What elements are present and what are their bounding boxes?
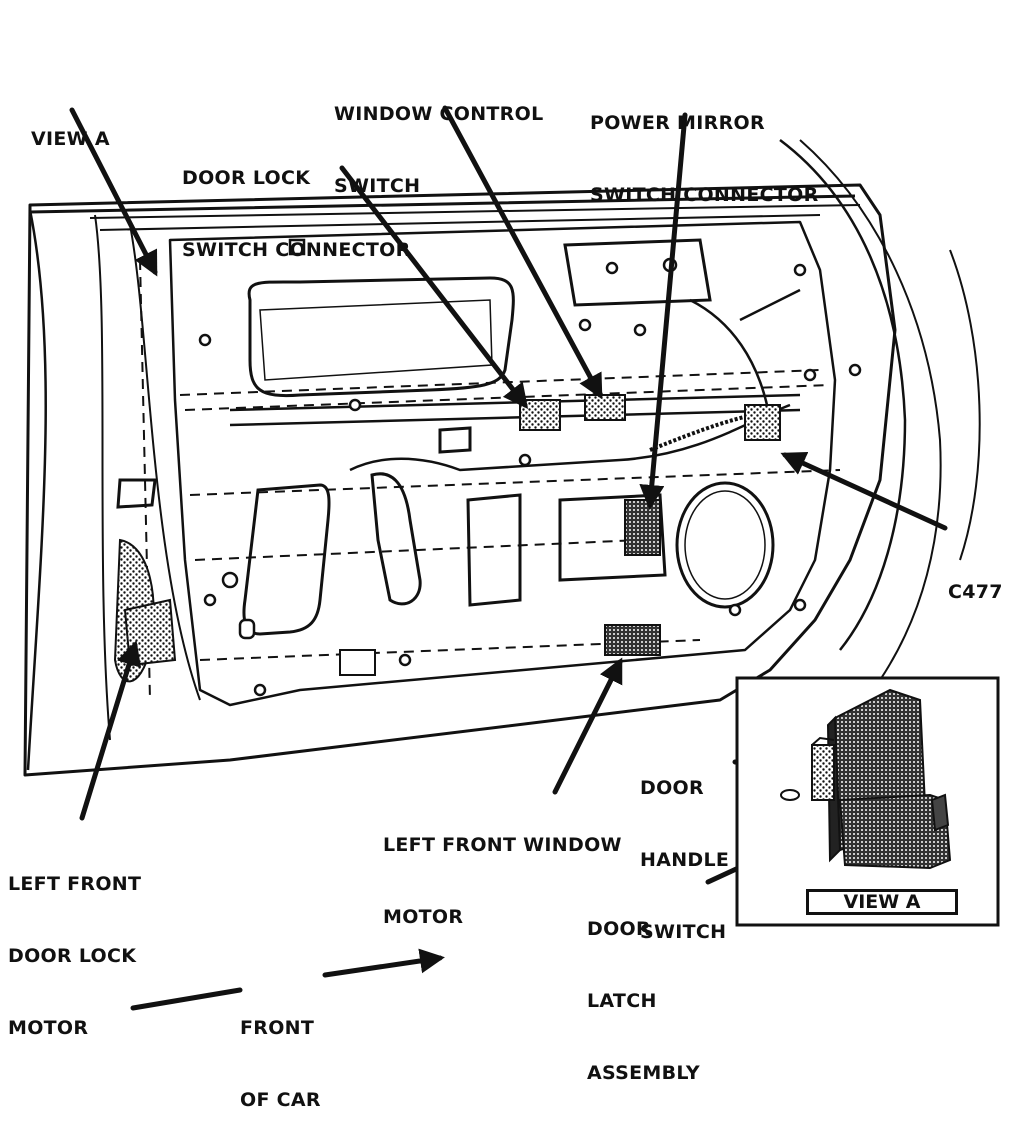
- window-regulator: [229, 288, 801, 472]
- door-wiring-diagram: [23, 105, 1000, 1011]
- label-view-a: VIEW A: [31, 128, 110, 150]
- inset-title-view-a: VIEW A: [806, 889, 958, 915]
- arrow-door-lock-switch-connector: [339, 165, 529, 409]
- label-front-of-car: FRONT OF CAR: [240, 1017, 321, 1111]
- door-latch-assembly-drawing: [780, 688, 952, 870]
- arrow-window-control-switch: [442, 105, 603, 400]
- label-left-front-window-motor: LEFT FRONT WINDOW MOTOR: [383, 834, 622, 928]
- label-c477: C477: [948, 581, 1003, 603]
- label-door-latch-assembly: DOOR LATCH ASSEMBLY: [587, 918, 700, 1084]
- label-left-front-door-lock-motor: LEFT FRONT DOOR LOCK MOTOR: [8, 873, 142, 1039]
- door-shell: [23, 139, 981, 777]
- arrow-front-head: [322, 948, 445, 978]
- arrow-c477: [780, 451, 948, 531]
- arrow-view-a: [69, 107, 158, 277]
- label-door-handle-switch: DOOR HANDLE SWITCH: [640, 777, 730, 943]
- arrow-power-mirror-switch-connector: [639, 112, 688, 510]
- arrow-left-front-door-lock-motor: [79, 640, 142, 821]
- screw-holes: [198, 238, 862, 697]
- arrow-front-tail: [130, 987, 243, 1011]
- leader-arrows: [69, 105, 948, 1011]
- view-a-inset: [735, 676, 1000, 927]
- label-door-lock-switch-connector: DOOR LOCK SWITCH CONNECTOR: [182, 167, 411, 261]
- label-power-mirror-switch-connector: POWER MIRROR SWITCH CONNECTOR: [590, 112, 819, 206]
- arrow-left-front-window-motor: [552, 657, 623, 795]
- label-window-control-switch: WINDOW CONTROL SWITCH: [334, 103, 544, 197]
